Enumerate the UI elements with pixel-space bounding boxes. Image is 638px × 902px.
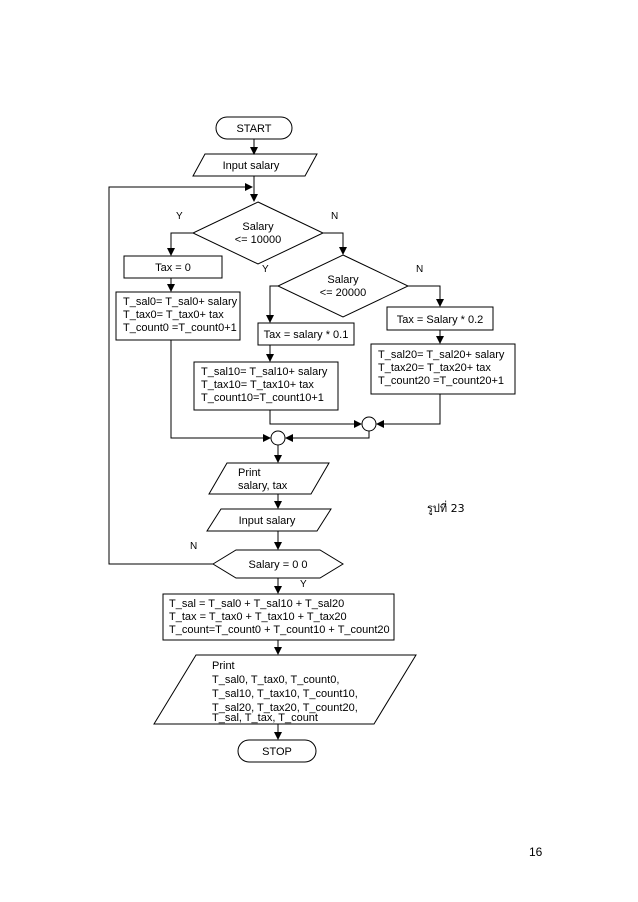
totals-line1: T_sal = T_sal0 + T_sal10 + T_sal20 [169, 598, 344, 610]
edge-c2-no [408, 285, 444, 307]
sum20-line2: T_tax20= T_tax20+ tax [378, 362, 491, 374]
print2-line1: Print [212, 660, 235, 672]
cond1-line1: Salary [242, 221, 274, 233]
input2-label: Input salary [239, 515, 296, 527]
sum20-line3: T_count20 =T_count20+1 [378, 375, 504, 387]
stop-terminal [237, 739, 317, 763]
print2-line3: T_sal10, T_tax10, T_count10, [212, 688, 358, 700]
sum0-line1: T_sal0= T_sal0+ salary [123, 296, 238, 308]
sum10-line2: T_tax10= T_tax10+ tax [201, 379, 314, 391]
cond1-line2: <= 10000 [235, 234, 282, 246]
decision-salary-20000 [276, 254, 410, 318]
decision-salary-zero [212, 549, 344, 579]
sum0-line3: T_count0 =T_count0+1 [123, 322, 237, 334]
totals-line2: T_tax = T_tax0 + T_tax10 + T_tax20 [169, 611, 347, 623]
c1-no-label: N [331, 211, 338, 222]
print2-line4: T_sal20, T_tax20, T_count20, [212, 702, 358, 714]
tax0-label: Tax = 0 [155, 262, 191, 274]
connector-left [270, 430, 286, 446]
cond2-line2: <= 20000 [320, 287, 367, 299]
totals-line3: T_count=T_count0 + T_count10 + T_count20 [169, 624, 390, 636]
input1-label: Input salary [223, 160, 280, 172]
input-salary-2-parallelogram [206, 508, 332, 532]
input-salary-parallelogram [192, 153, 318, 177]
sum20-line1: T_sal20= T_sal20+ salary [378, 349, 505, 361]
edge-sum0-merge [170, 340, 271, 442]
edge-sum10-connector [269, 410, 362, 428]
print2-line2: T_sal0, T_tax0, T_count0, [212, 674, 339, 686]
page-number: 16 [529, 845, 543, 859]
print-salary-tax-parallelogram [208, 462, 330, 495]
sum10-process [193, 361, 339, 411]
edge-c1-yes [167, 232, 193, 256]
tax10-process [257, 322, 355, 346]
edge-c2-yes [266, 285, 278, 323]
edge-c1-no [323, 232, 347, 255]
print2-line5: T_sal, T_tax, T_count [212, 712, 318, 724]
connector-right [361, 416, 377, 432]
sum0-line2: T_tax0= T_tax0+ tax [123, 309, 224, 321]
edge-sum20-connector [376, 394, 441, 428]
sum20-process [370, 343, 516, 395]
c2-yes-label: Y [262, 264, 269, 275]
start-label: START [236, 123, 271, 135]
stop-label: STOP [262, 746, 292, 758]
cond3-label: Salary = 0 0 [248, 559, 307, 571]
tax10-label: Tax = salary * 0.1 [264, 329, 349, 341]
sum10-line3: T_count10=T_count10+1 [201, 392, 324, 404]
c3-no-label: N [190, 541, 197, 552]
print1-line1: Print [238, 467, 261, 479]
c1-yes-label: Y [176, 211, 183, 222]
tax0-process [123, 255, 223, 279]
edge-connector-merge [285, 431, 370, 442]
sum10-line1: T_sal10= T_sal10+ salary [201, 366, 328, 378]
tax20-label: Tax = Salary * 0.2 [397, 314, 484, 326]
print-totals-parallelogram [153, 654, 417, 725]
print1-line2: salary, tax [238, 480, 288, 492]
cond2-line1: Salary [327, 274, 359, 286]
c2-no-label: N [416, 264, 423, 275]
sum0-process [115, 291, 241, 341]
figure-caption: รูปที่ 23 [427, 500, 465, 515]
edge-c3-no-loop [108, 183, 253, 565]
c3-yes-label: Y [300, 579, 307, 590]
decision-salary-10000 [191, 201, 325, 265]
